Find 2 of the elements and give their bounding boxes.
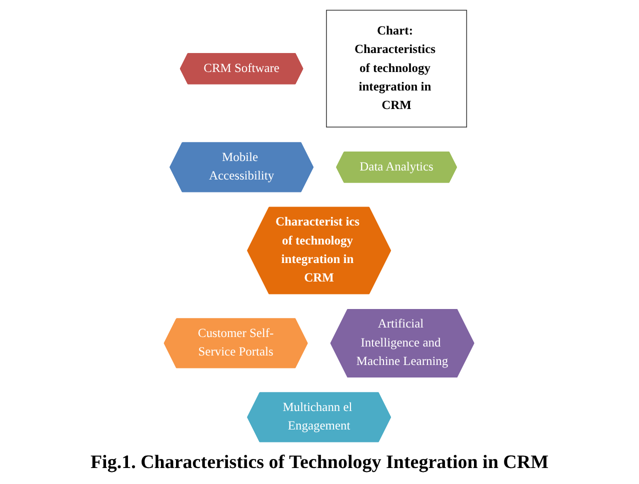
node-box: Chart: Characteristics of technology integration in CRM	[326, 10, 468, 128]
figure-caption: Fig.1. Characteristics of Technology Integration in CRM	[90, 452, 549, 474]
